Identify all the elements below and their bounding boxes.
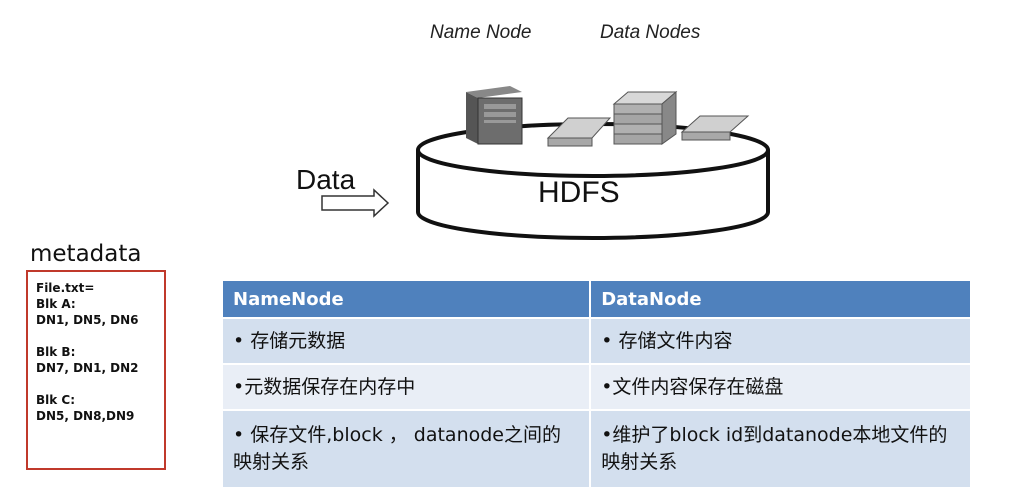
data-arrow-icon <box>321 188 390 218</box>
metadata-line: Blk C: <box>36 393 76 407</box>
comparison-table: NameNode DataNode • 存储元数据 • 存储文件内容 •元数据保… <box>223 279 970 489</box>
metadata-line: DN5, DN8,DN9 <box>36 409 135 423</box>
data-label: Data <box>296 164 356 195</box>
metadata-line: DN7, DN1, DN2 <box>36 361 139 375</box>
table-row: •元数据保存在内存中 •文件内容保存在磁盘 <box>223 365 970 409</box>
header-datanode: DataNode <box>591 281 970 317</box>
table-header-row: NameNode DataNode <box>223 281 970 317</box>
table-row: • 保存文件,block ， datanode之间的映射关系 •维护了block… <box>223 411 970 487</box>
hdfs-diagram <box>321 86 770 240</box>
data-nodes-label: Data Nodes <box>600 22 701 43</box>
metadata-title: metadata <box>30 241 142 267</box>
metadata-line: Blk B: <box>36 345 76 359</box>
metadata-line: DN1, DN5, DN6 <box>36 313 139 327</box>
metadata-box: File.txt= Blk A: DN1, DN5, DN6 Blk B: DN… <box>26 270 166 470</box>
rack-server-right-icon <box>680 115 750 141</box>
table-cell: •元数据保存在内存中 <box>223 365 592 409</box>
table-cell: • 存储文件内容 <box>591 319 970 363</box>
table-cell: • 存储元数据 <box>223 319 592 363</box>
metadata-line: File.txt= <box>36 281 95 295</box>
name-node-label: Name Node <box>430 22 532 43</box>
rack-server-stack-icon <box>612 90 678 145</box>
table-cell: •维护了block id到datanode本地文件的映射关系 <box>591 411 970 487</box>
header-namenode: NameNode <box>223 281 592 317</box>
metadata-line: Blk A: <box>36 297 76 311</box>
table-row: • 存储元数据 • 存储文件内容 <box>223 319 970 363</box>
hdfs-label: HDFS <box>538 176 620 209</box>
server-tower-icon <box>466 86 523 145</box>
rack-server-left-icon <box>546 117 612 147</box>
table-cell: • 保存文件,block ， datanode之间的映射关系 <box>223 411 592 487</box>
table-cell: •文件内容保存在磁盘 <box>591 365 970 409</box>
